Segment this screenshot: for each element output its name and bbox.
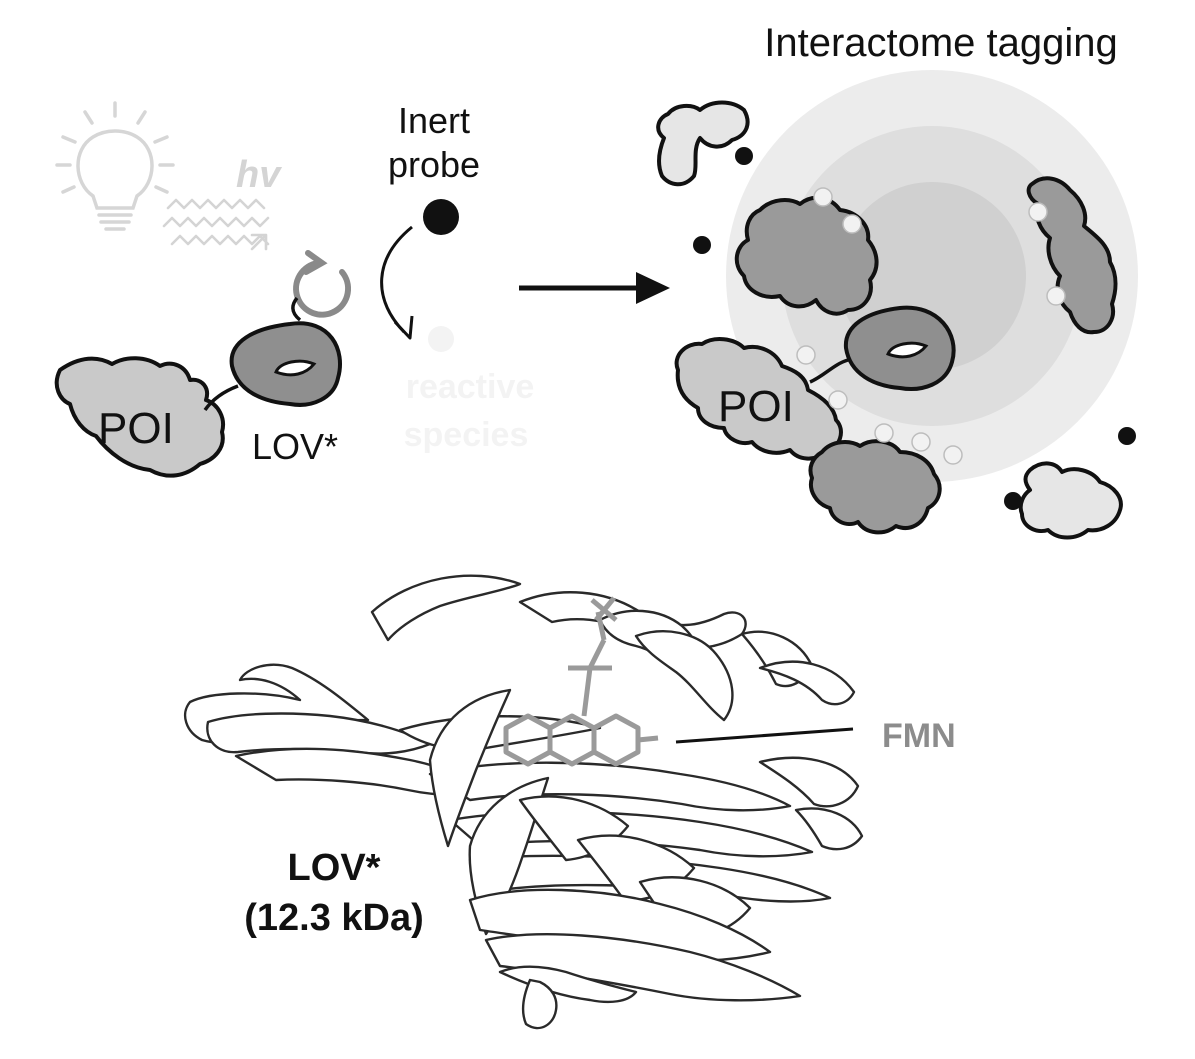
light-wave-icon [162, 198, 270, 251]
tag-dot [813, 187, 833, 207]
tag-dot [874, 423, 894, 443]
photocycle-arrow-icon [293, 250, 352, 318]
lov-structure-label-line2: (12.3 kDa) [244, 897, 424, 939]
fmn-pointer-line [675, 727, 854, 744]
lov-pocket-left [274, 359, 317, 377]
lov-pocket-right [886, 341, 929, 359]
probe-label-line1: Inert [398, 100, 470, 141]
tag-dot [842, 214, 862, 234]
free-probe-dot [1118, 427, 1136, 445]
lov-ribbon-structure [183, 574, 864, 1030]
interactor-protein-bottom [808, 439, 942, 535]
activation-arrowhead [393, 315, 414, 340]
lov-structure-label-line1: LOV* [288, 847, 381, 889]
poi-label-left: POI [98, 404, 174, 453]
tag-dot [796, 345, 816, 365]
poi-label-right: POI [718, 382, 794, 431]
activation-arrow [380, 225, 413, 334]
tag-dot [828, 390, 848, 410]
reactive-species-dot-faded [428, 326, 454, 352]
lov-label-left: LOV* [252, 426, 338, 467]
tag-dot [1028, 202, 1048, 222]
faded-label-line1: reactive [406, 368, 535, 406]
tag-dot [1046, 286, 1066, 306]
process-arrowhead [636, 272, 670, 304]
tag-dot [943, 445, 963, 465]
light-bulb-icon [55, 101, 175, 231]
lov-tether-line [291, 296, 302, 322]
fmn-cofactor [503, 596, 659, 767]
probe-label-line2: probe [388, 144, 480, 185]
free-probe-dot [693, 236, 711, 254]
free-probe-dot [1004, 492, 1022, 510]
inert-probe-dot [423, 199, 459, 235]
interactome-title: Interactome tagging [764, 21, 1118, 65]
poi-protein-left [54, 356, 225, 478]
poi-lov-linker [203, 384, 239, 412]
hv-light-label: hv [236, 154, 282, 196]
poi-protein-right [674, 337, 843, 461]
bystander-protein-top [656, 100, 750, 187]
faded-label-line2: species [404, 416, 529, 454]
tag-dot [911, 432, 931, 452]
tag-markers [796, 187, 1066, 465]
free-probe-dot [735, 147, 753, 165]
fmn-label: FMN [882, 717, 956, 755]
poi-lov-linker-right [809, 358, 849, 384]
interactor-protein-right [1026, 176, 1118, 335]
bystander-protein-bottom [1018, 461, 1123, 540]
